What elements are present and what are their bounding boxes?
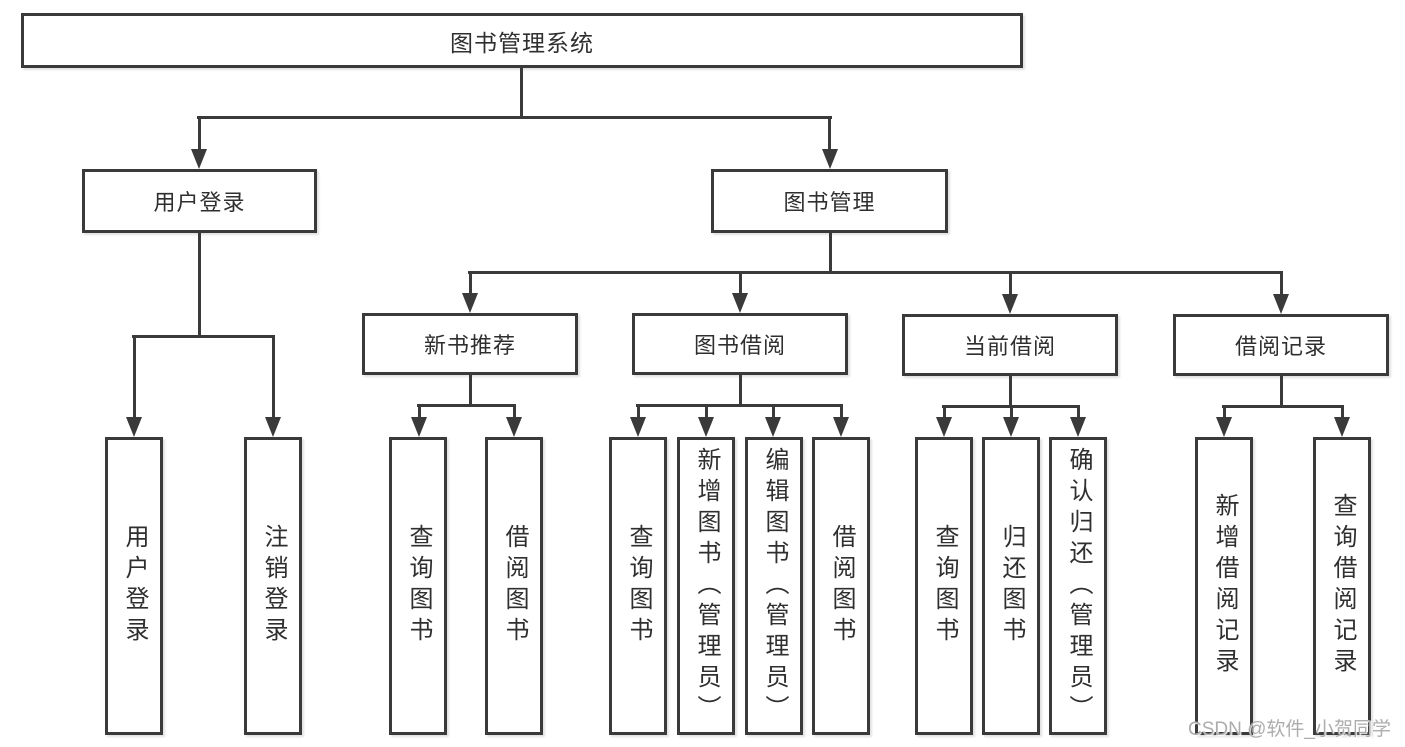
connector-line	[772, 404, 775, 421]
leaf-label: 查询借阅记录	[1329, 493, 1356, 679]
connector-line	[197, 116, 832, 119]
arrowhead-down-icon	[822, 149, 838, 169]
leaf-label: 查询图书	[625, 524, 652, 648]
connector-line	[1009, 376, 1012, 407]
leaf-label: 注销登录	[260, 524, 287, 648]
connector-line	[1077, 405, 1080, 421]
connector-line	[637, 404, 640, 421]
connector-line	[198, 116, 201, 151]
leaf-query-books-recommend: 查询图书	[389, 437, 447, 735]
connector-line	[513, 404, 516, 421]
connector-line	[133, 335, 136, 419]
leaf-add-borrow-record: 新增借阅记录	[1195, 437, 1253, 735]
leaf-label: 查询图书	[405, 524, 432, 648]
connector-line	[417, 404, 516, 407]
connector-line	[272, 335, 275, 419]
connector-line	[739, 271, 742, 295]
leaf-borrow-books-recommend: 借阅图书	[485, 437, 543, 735]
leaf-label: 新增借阅记录	[1211, 493, 1238, 679]
connector-line	[469, 375, 472, 406]
connector-line	[829, 233, 832, 273]
arrowhead-down-icon	[1070, 417, 1086, 437]
leaf-query-books-current: 查询图书	[915, 437, 973, 735]
leaf-confirm-return-admin: 确认归还（管理员）	[1049, 437, 1107, 735]
arrowhead-down-icon	[1216, 417, 1232, 437]
arrowhead-down-icon	[462, 293, 478, 313]
node-book-management: 图书管理	[711, 169, 948, 233]
leaf-edit-book-admin: 编辑图书（管理员）	[745, 437, 803, 735]
connector-line	[1280, 376, 1283, 407]
node-current-borrowing: 当前借阅	[902, 314, 1118, 376]
connector-line	[840, 404, 843, 421]
leaf-label: 借阅图书	[828, 524, 855, 648]
arrowhead-down-icon	[1003, 417, 1019, 437]
connector-line	[1009, 271, 1012, 296]
leaf-query-books-borrowing: 查询图书	[609, 437, 667, 735]
leaf-query-borrow-record: 查询借阅记录	[1313, 437, 1371, 735]
leaf-label: 新增图书（管理员）	[693, 446, 720, 726]
node-new-book-recommend: 新书推荐	[362, 313, 578, 375]
connector-line	[705, 404, 708, 421]
connector-line	[1010, 405, 1013, 421]
arrowhead-down-icon	[833, 417, 849, 437]
leaf-label: 借阅图书	[501, 524, 528, 648]
arrowhead-down-icon	[1002, 294, 1018, 314]
connector-line	[520, 68, 523, 118]
arrowhead-down-icon	[698, 417, 714, 437]
connector-line	[1280, 271, 1283, 296]
leaf-label: 查询图书	[931, 524, 958, 648]
connector-line	[943, 405, 946, 421]
connector-line	[418, 404, 421, 421]
leaf-logout: 注销登录	[244, 437, 302, 735]
connector-line	[1341, 405, 1344, 421]
connector-line	[468, 271, 1283, 274]
connector-line	[636, 404, 843, 407]
arrowhead-down-icon	[1334, 417, 1350, 437]
arrowhead-down-icon	[265, 417, 281, 437]
connector-line	[739, 375, 742, 406]
leaf-borrow-books-borrowing: 借阅图书	[812, 437, 870, 735]
connector-line	[1223, 405, 1226, 421]
csdn-watermark: CSDN @软件_小贺同学	[1188, 719, 1391, 740]
leaf-label: 确认归还（管理员）	[1065, 446, 1092, 726]
node-borrowing-records: 借阅记录	[1173, 314, 1389, 376]
leaf-user-login: 用户登录	[105, 437, 163, 735]
connector-line	[828, 116, 831, 151]
arrowhead-down-icon	[506, 417, 522, 437]
arrowhead-down-icon	[1273, 294, 1289, 314]
node-book-borrowing: 图书借阅	[632, 313, 848, 375]
leaf-label: 编辑图书（管理员）	[761, 446, 788, 726]
arrowhead-down-icon	[765, 417, 781, 437]
arrowhead-down-icon	[191, 149, 207, 169]
arrowhead-down-icon	[126, 417, 142, 437]
connector-line	[469, 271, 472, 295]
leaf-return-book: 归还图书	[982, 437, 1040, 735]
leaf-add-book-admin: 新增图书（管理员）	[677, 437, 735, 735]
arrowhead-down-icon	[411, 417, 427, 437]
node-user-login: 用户登录	[82, 169, 317, 233]
arrowhead-down-icon	[630, 417, 646, 437]
node-library-management-system: 图书管理系统	[21, 13, 1023, 68]
connector-line	[132, 335, 275, 338]
leaf-label: 归还图书	[998, 524, 1025, 648]
connector-line	[1222, 405, 1344, 408]
arrowhead-down-icon	[732, 293, 748, 313]
leaf-label: 用户登录	[121, 524, 148, 648]
arrowhead-down-icon	[936, 417, 952, 437]
connector-line	[198, 233, 201, 337]
